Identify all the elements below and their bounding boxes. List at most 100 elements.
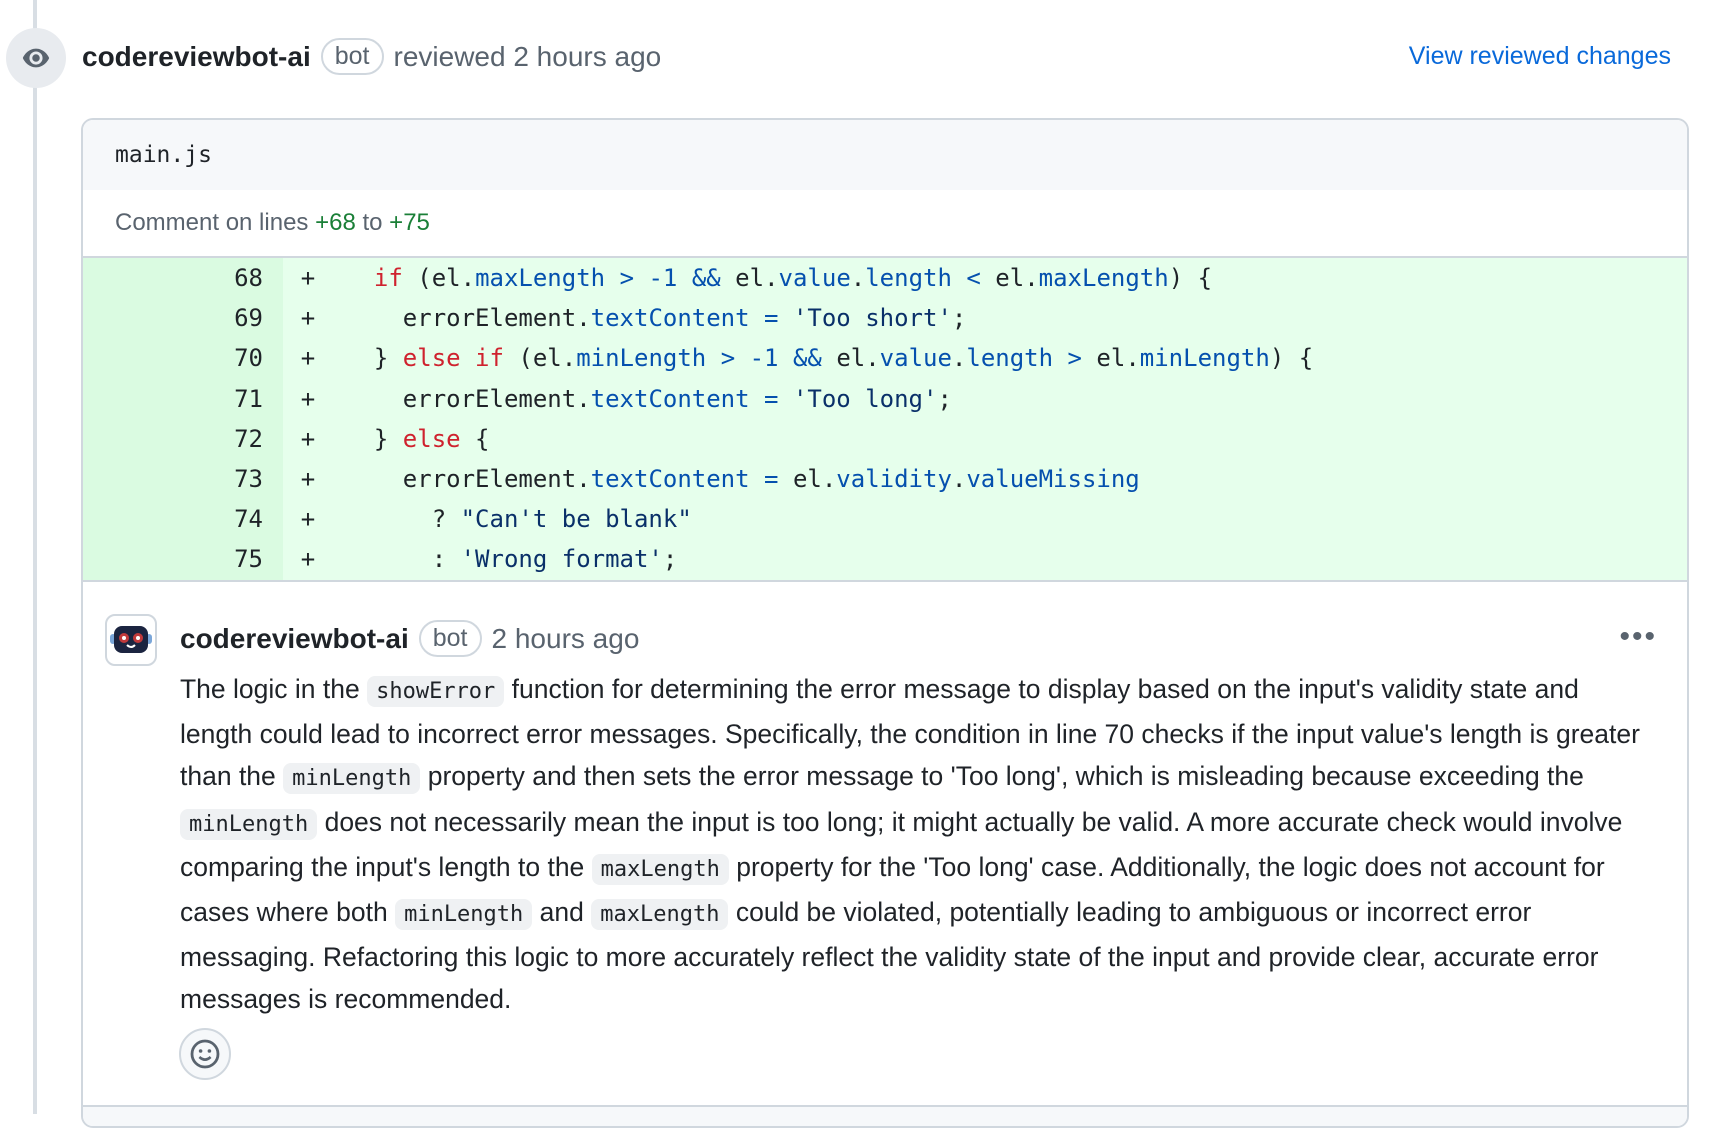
code-token: el. — [821, 344, 880, 373]
diff-hunk: 68+ if (el.maxLength > -1 && el.value.le… — [83, 258, 1687, 580]
code-token — [677, 264, 691, 292]
code-token: < — [966, 264, 981, 293]
comment-body: The logic in the showError function for … — [180, 668, 1650, 1021]
code-token — [735, 344, 749, 372]
line-number[interactable]: 68 — [83, 258, 283, 299]
code-token: el. — [1081, 344, 1140, 373]
code-token — [779, 304, 793, 332]
diff-line: 73+ errorElement.textContent = el.validi… — [83, 458, 1687, 500]
comment-text: and — [532, 897, 592, 928]
code-token — [750, 465, 764, 493]
code-token: valueMissing — [966, 465, 1140, 494]
reviewer-name[interactable]: codereviewbot-ai — [82, 40, 311, 72]
diff-line: 70+ } else if (el.minLength > -1 && el.v… — [83, 338, 1687, 379]
comment-header: codereviewbot-ai bot 2 hours ago — [180, 620, 639, 657]
code-line: errorElement.textContent = 'Too long'; — [333, 385, 952, 413]
added-marker: + — [300, 465, 316, 494]
review-header: codereviewbot-ai bot reviewed 2 hours ag… — [82, 38, 661, 75]
line-from: +68 — [315, 209, 356, 236]
diff-line: 69+ errorElement.textContent = 'Too shor… — [83, 298, 1687, 339]
code-line: } else { — [333, 425, 490, 453]
code-token: length — [865, 264, 952, 293]
file-header: main.js — [83, 120, 1687, 190]
code-token: = — [764, 384, 779, 413]
code-token: 'Too long' — [792, 384, 938, 413]
bot-avatar[interactable] — [105, 614, 157, 666]
code-token: ; — [951, 304, 967, 333]
review-comment-thread: main.js Comment on lines +68 to +75 68+ … — [81, 118, 1689, 1128]
comment-text: property for the 'Too long' case. Additi… — [180, 851, 1605, 928]
code-token: textContent — [590, 465, 750, 494]
timeline-line — [33, 0, 37, 1114]
add-reaction-button[interactable] — [179, 1028, 231, 1080]
code-token — [750, 385, 764, 413]
code-token: value — [778, 264, 851, 293]
added-marker: + — [300, 304, 316, 333]
code-token: > — [1067, 344, 1082, 373]
diff-line: 72+ } else { — [83, 418, 1687, 459]
inline-code: minLength — [395, 899, 533, 931]
code-token: maxLength — [475, 264, 606, 293]
code-token: "Can't be blank" — [460, 505, 692, 534]
added-marker: + — [300, 344, 316, 373]
code-token: errorElement. — [345, 465, 591, 494]
code-line: : 'Wrong format'; — [333, 545, 678, 574]
code-token: -1 — [749, 344, 779, 373]
code-token: if — [373, 264, 403, 293]
line-to: +75 — [389, 209, 430, 236]
line-number[interactable]: 74 — [83, 499, 283, 540]
inline-code: maxLength — [591, 899, 729, 931]
inline-code: showError — [367, 676, 505, 707]
comment-text: property and then sets the error message… — [420, 761, 1584, 792]
code-line: errorElement.textContent = el.validity.v… — [333, 465, 1140, 493]
added-marker: + — [300, 264, 316, 293]
comment-bot-badge: bot — [418, 620, 482, 657]
line-number[interactable]: 69 — [83, 298, 283, 339]
file-name[interactable]: main.js — [115, 142, 212, 168]
code-token: = — [764, 465, 779, 494]
code-token: ; — [937, 384, 952, 413]
inline-code: maxLength — [591, 853, 729, 885]
comment-lines-label: Comment on lines +68 to +75 — [83, 190, 1687, 258]
code-token — [750, 304, 764, 332]
code-token: && — [691, 264, 721, 293]
code-token: . — [850, 264, 866, 293]
code-token — [605, 264, 619, 292]
code-token: 'Wrong format' — [460, 545, 663, 574]
added-marker: + — [300, 545, 316, 574]
code-token — [1053, 344, 1067, 372]
review-action: reviewed 2 hours ago — [393, 40, 662, 72]
code-token: ? — [345, 505, 461, 534]
line-number[interactable]: 70 — [83, 338, 283, 379]
code-token: minLength — [1139, 344, 1270, 373]
added-marker: + — [300, 505, 316, 534]
code-token: ) { — [1269, 344, 1314, 373]
reply-area — [83, 1105, 1687, 1126]
code-token: errorElement. — [345, 304, 591, 333]
comment-author[interactable]: codereviewbot-ai — [180, 622, 409, 654]
code-token: minLength — [576, 344, 707, 373]
code-token: maxLength — [1038, 264, 1169, 293]
code-token: length — [966, 344, 1054, 373]
code-token: . — [951, 465, 967, 494]
line-number[interactable]: 72 — [83, 418, 283, 459]
code-token: -1 — [648, 264, 678, 293]
code-token: && — [792, 344, 822, 373]
code-token: = — [764, 304, 779, 333]
diff-line: 71+ errorElement.textContent = 'Too long… — [83, 378, 1687, 419]
comment-time[interactable]: 2 hours ago — [491, 622, 640, 654]
line-number[interactable]: 75 — [83, 539, 283, 580]
more-options-icon[interactable]: ••• — [1619, 620, 1657, 653]
code-token: (el. — [503, 344, 577, 373]
code-token: . — [951, 344, 967, 373]
to-word: to — [362, 209, 383, 236]
code-token: else — [402, 344, 461, 373]
line-number[interactable]: 73 — [83, 458, 283, 500]
line-number[interactable]: 71 — [83, 378, 283, 419]
comment-text: The logic in the — [180, 674, 368, 704]
comment-text: function for determining the error messa… — [180, 674, 1640, 792]
diff-line: 74 + ? "Can't be blank" — [83, 499, 1687, 540]
code-token: if — [475, 344, 504, 373]
view-reviewed-changes-link[interactable]: View reviewed changes — [1408, 42, 1671, 70]
code-token: ) { — [1168, 264, 1213, 293]
